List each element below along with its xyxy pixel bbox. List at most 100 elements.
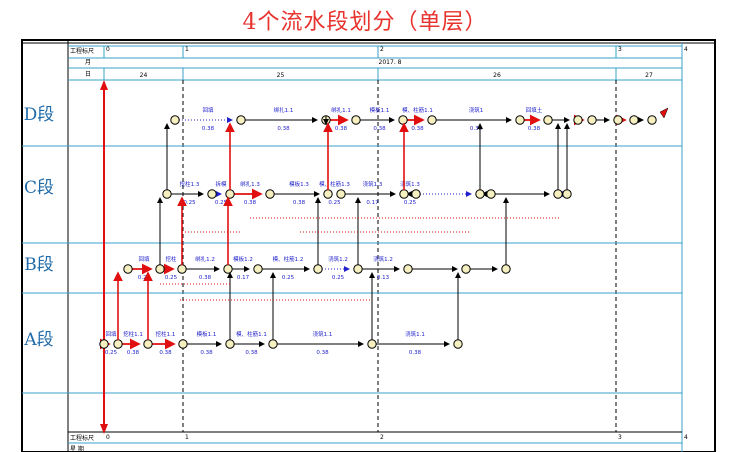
activity-duration-label: 0.25 xyxy=(404,200,417,206)
event-node xyxy=(367,339,377,349)
tick-label: 2 xyxy=(380,46,384,53)
event-node xyxy=(475,189,485,199)
bottom-scale-label: 工程标尺 xyxy=(70,434,94,442)
activity-name-label: 模板1.2 xyxy=(233,255,253,263)
activity-duration-label: 0.38 xyxy=(159,350,172,356)
activity-duration-label: 0.25 xyxy=(282,275,295,281)
activity-name-label: 拆模 xyxy=(215,180,227,188)
activity-name-label: 回填 xyxy=(202,106,214,114)
event-node xyxy=(453,339,463,349)
activity-duration-label: 0.25 xyxy=(215,200,228,206)
activity-name-label: 挖柱1.1 xyxy=(123,330,143,338)
bottom-tick-label: 4 xyxy=(684,434,688,441)
activity-name-label: 模、柱筋1.1 xyxy=(236,330,267,338)
activity-duration-label: 0.38 xyxy=(411,126,424,132)
activity-name-label: 浇筑1.3 xyxy=(400,180,420,188)
event-node xyxy=(613,115,623,125)
event-node xyxy=(223,264,233,274)
event-node xyxy=(501,264,511,274)
activity-duration-label: 0.38 xyxy=(373,126,386,132)
activity-name-label: 浇筑1.3 xyxy=(363,180,383,188)
activity-name-label: 浇筑1.2 xyxy=(373,255,393,263)
event-node xyxy=(225,189,235,199)
event-node xyxy=(403,264,413,274)
month-row-label: 月 xyxy=(85,59,91,66)
tick-label: 1 xyxy=(185,46,189,53)
event-node xyxy=(427,115,437,125)
bottom-tick-label: 0 xyxy=(106,434,110,441)
event-node xyxy=(353,264,363,274)
day-label: 24 xyxy=(140,72,148,79)
lane-label: B段 xyxy=(24,255,54,275)
time-axis-arrow-head-top xyxy=(100,80,108,90)
event-node xyxy=(398,115,408,125)
activity-name-label: 回填 xyxy=(105,330,117,338)
lane-label: A段 xyxy=(23,330,53,350)
event-node xyxy=(225,339,235,349)
event-node xyxy=(629,115,639,125)
activity-duration-label: 0.25 xyxy=(328,200,341,206)
tick-label: 0 xyxy=(106,46,110,53)
activity-duration-label: 0.38 xyxy=(316,350,329,356)
event-node xyxy=(253,264,263,274)
event-node xyxy=(573,115,583,125)
activity-name-label: 挖柱1.3 xyxy=(180,180,200,188)
day-label: 27 xyxy=(645,72,653,79)
event-node xyxy=(265,189,275,199)
event-node xyxy=(486,189,496,199)
event-node xyxy=(587,115,597,125)
lane-label: D段 xyxy=(24,105,55,125)
bottom-tick-label: 2 xyxy=(380,434,384,441)
bottom-tick-label: 3 xyxy=(618,434,622,441)
event-node xyxy=(236,115,246,125)
lane-label: C段 xyxy=(24,178,54,198)
activity-duration-label: 0.25 xyxy=(165,275,178,281)
day-label: 25 xyxy=(277,72,285,79)
activity-name-label: 模、柱筋1.1 xyxy=(402,106,433,114)
activity-duration-label: 0.38 xyxy=(528,126,541,132)
activity-name-label: 回填土 xyxy=(526,106,543,114)
activity-name-label: 绑扎1.2 xyxy=(195,255,215,263)
page-title: 4个流水段划分（单层） xyxy=(242,10,488,35)
activity-name-label: 绑扎1.3 xyxy=(240,180,260,188)
activity-duration-label: 0.38 xyxy=(470,126,483,132)
event-node xyxy=(336,189,346,199)
event-node xyxy=(162,189,172,199)
tick-label: 3 xyxy=(618,46,622,53)
event-node xyxy=(113,339,123,349)
activity-duration-label: 0.25 xyxy=(332,275,345,281)
activity-duration-label: 0.38 xyxy=(202,126,215,132)
event-node xyxy=(313,264,323,274)
activity-name-label: 绑扎1.1 xyxy=(274,106,294,114)
activity-duration-label: 0.38 xyxy=(199,275,212,281)
activity-name-label: 模板1.3 xyxy=(289,180,309,188)
event-node xyxy=(351,115,361,125)
event-node xyxy=(207,189,217,199)
day-label: 26 xyxy=(493,72,501,79)
event-node xyxy=(170,115,180,125)
activity-name-label: 模板1.1 xyxy=(197,330,217,338)
event-node xyxy=(123,264,133,274)
event-node xyxy=(553,189,563,199)
activity-name-label: 浇筑1.2 xyxy=(328,255,348,263)
finish-milestone xyxy=(659,107,669,119)
activity-name-label: 浇筑1.1 xyxy=(405,330,425,338)
activity-name-label: 模、柱筋1.3 xyxy=(319,180,350,188)
day-row-label: 日 xyxy=(85,71,91,78)
activity-duration-label: 0.25 xyxy=(105,350,118,356)
event-node xyxy=(543,115,553,125)
activity-duration-label: 0.38 xyxy=(244,200,257,206)
activity-duration-label: 0.38 xyxy=(127,350,140,356)
event-node xyxy=(411,189,421,199)
activity-name-label: 绑扎1.1 xyxy=(331,106,351,114)
event-node xyxy=(268,339,278,349)
activity-duration-label: 0.38 xyxy=(335,126,348,132)
activity-duration-label: 0.38 xyxy=(293,200,306,206)
activity-name-label: 模、柱筋1.2 xyxy=(273,255,304,263)
bottom-row-label: 星 期 xyxy=(70,445,84,452)
event-node xyxy=(515,115,525,125)
scale-label: 工程标尺 xyxy=(70,47,94,55)
event-node xyxy=(461,264,471,274)
event-node xyxy=(177,264,187,274)
